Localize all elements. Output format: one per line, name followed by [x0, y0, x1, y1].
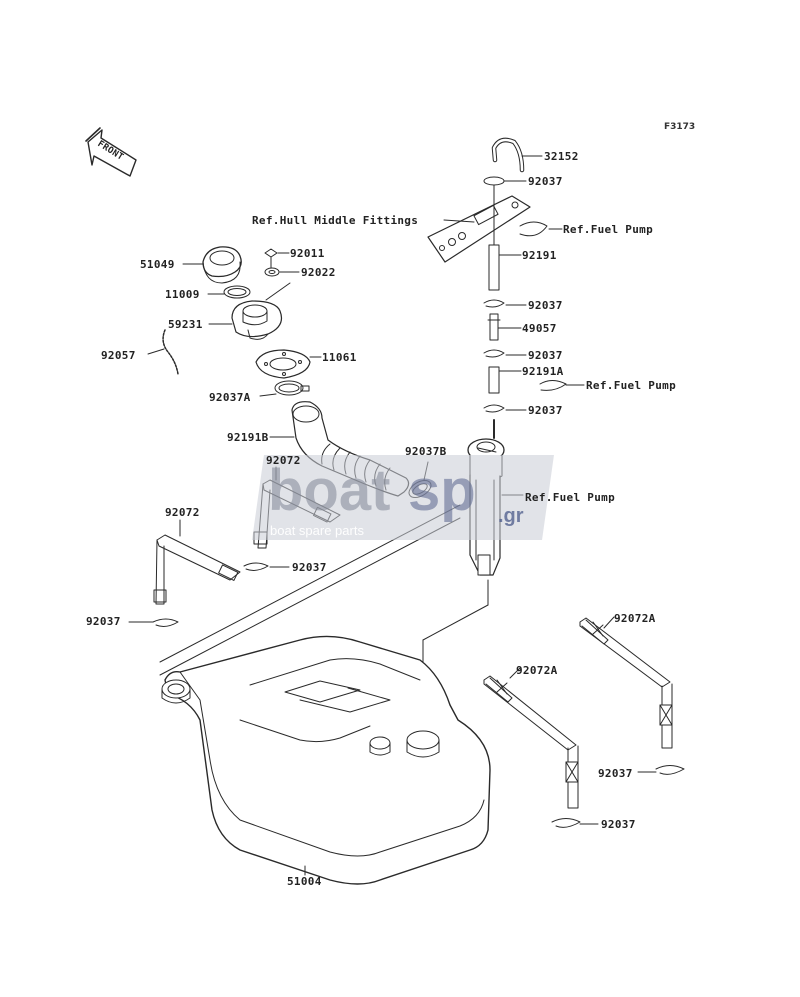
label-92072A-b: 92072A [516, 664, 558, 677]
label-92037A: 92037A [209, 391, 251, 404]
strap-92072-lower [153, 534, 241, 605]
label-ref-fuel-pump-3: Ref.Fuel Pump [525, 491, 615, 504]
ref-fuel-pump-clamp-1 [519, 221, 548, 237]
label-92072-b: 92072 [165, 506, 200, 519]
hose-32152 [491, 137, 525, 173]
clip-92037 [483, 176, 505, 186]
front-arrow-icon [85, 127, 137, 177]
label-92191A: 92191A [522, 365, 564, 378]
gasket-11061 [255, 349, 311, 379]
label-92011: 92011 [290, 247, 325, 260]
label-92037-c: 92037 [528, 349, 563, 362]
corrugated-hose-92191B [291, 401, 410, 497]
filler-neck-59231 [231, 300, 283, 340]
o-ring-11009 [223, 285, 251, 299]
fuel-tank-51004 [161, 635, 491, 885]
label-92037-e: 92037 [292, 561, 327, 574]
strap-92072A-left [483, 675, 579, 809]
strap-92072-upper [253, 479, 341, 549]
label-ref-hull: Ref.Hull Middle Fittings [252, 214, 419, 227]
label-92037-f: 92037 [86, 615, 121, 628]
label-49057: 49057 [522, 322, 557, 335]
strap-92072A-right [579, 617, 673, 749]
strap-92057 [162, 329, 179, 375]
label-92037-top: 92037 [528, 175, 563, 188]
clamp-92037B [408, 479, 432, 499]
label-51049: 51049 [140, 258, 175, 271]
fuel-pump-assembly [467, 419, 505, 576]
label-92191B: 92191B [227, 431, 269, 444]
label-92057: 92057 [101, 349, 136, 362]
label-92037-g: 92037 [598, 767, 633, 780]
label-32152: 32152 [544, 150, 579, 163]
label-11061: 11061 [322, 351, 357, 364]
label-92037-h: 92037 [601, 818, 636, 831]
label-92191: 92191 [522, 249, 557, 262]
label-92072-a: 92072 [266, 454, 301, 467]
clamp-92037A [274, 380, 310, 396]
label-92022: 92022 [301, 266, 336, 279]
label-ref-fuel-pump-2: Ref.Fuel Pump [586, 379, 676, 392]
joint-49057 [489, 313, 499, 341]
label-51004: 51004 [287, 875, 322, 888]
hose-92191 [488, 244, 500, 291]
fuel-cap-51049 [202, 246, 242, 284]
label-92037-d: 92037 [528, 404, 563, 417]
label-59231: 59231 [168, 318, 203, 331]
label-92037-b: 92037 [528, 299, 563, 312]
diagram-code: F3173 [664, 122, 696, 132]
label-92072A-a: 92072A [614, 612, 656, 625]
hull-fittings-bracket [427, 195, 531, 263]
label-11009: 11009 [165, 288, 200, 301]
label-ref-fuel-pump-1: Ref.Fuel Pump [563, 223, 653, 236]
label-92037B: 92037B [405, 445, 447, 458]
hose-92191A [488, 366, 500, 394]
